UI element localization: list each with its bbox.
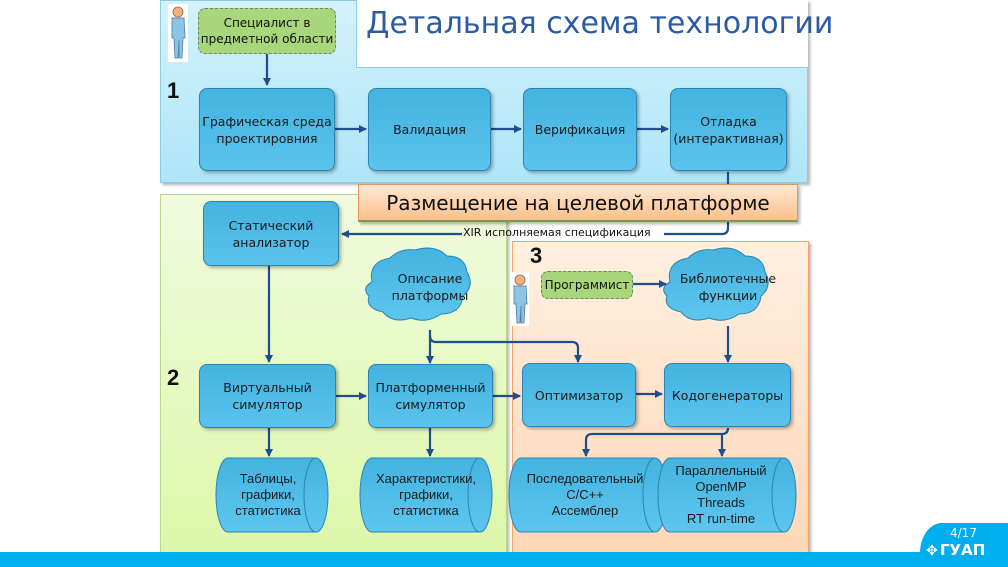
box-validation[interactable]: Валидация bbox=[368, 88, 491, 171]
output2-line1: Характеристики, bbox=[375, 471, 476, 486]
title-box bbox=[356, 0, 808, 68]
cylinder-output1 bbox=[215, 457, 329, 533]
actor-programmer[interactable]: Программист bbox=[541, 271, 633, 299]
cylinder-sequential bbox=[508, 457, 668, 533]
box-codegenerators[interactable]: Кодогенераторы bbox=[664, 363, 791, 427]
sequential-line3: Ассемблер bbox=[551, 503, 619, 518]
parallel-line3: Threads bbox=[697, 495, 745, 510]
cloud-platform-description bbox=[365, 247, 471, 321]
cylinder-parallel bbox=[657, 457, 797, 533]
output2-label: Характеристики, графики, статистика bbox=[364, 460, 488, 530]
box-optimizer[interactable]: Оптимизатор bbox=[522, 363, 636, 427]
person-icon-programmer bbox=[511, 272, 529, 326]
box-static-analyzer[interactable]: Статический анализатор bbox=[203, 201, 339, 266]
cylinder-output2 bbox=[359, 457, 493, 533]
arrow-platform-desc-to-optimizer bbox=[428, 335, 582, 363]
box-design-environment[interactable]: Графическая среда проектировния bbox=[199, 88, 335, 171]
output1-label: Таблицы, графики, статистика bbox=[218, 460, 318, 530]
box-virtual-simulator[interactable]: Виртуальный симулятор bbox=[199, 364, 336, 428]
actor-specialist[interactable]: Специалист в предметной области bbox=[198, 8, 336, 54]
box-debug[interactable]: Отладка (интерактивная) bbox=[670, 88, 787, 171]
parallel-label: Параллельный OpenMP Threads RT run-time bbox=[663, 460, 779, 530]
cloud-library-functions bbox=[663, 247, 769, 321]
parallel-line2: OpenMP bbox=[695, 479, 747, 494]
parallel-line1: Параллельный bbox=[675, 463, 767, 478]
sequential-line2: C/C++ bbox=[566, 487, 604, 502]
arrow-codegen-to-sequential bbox=[582, 427, 730, 457]
logo-text: ГУАП bbox=[940, 541, 986, 559]
output1-line2: графики, bbox=[241, 487, 295, 502]
page-number: 4/17 bbox=[950, 526, 977, 540]
box-platform-simulator[interactable]: Платформенный симулятор bbox=[368, 364, 493, 428]
line-debug-to-xir bbox=[664, 172, 730, 236]
logo-tab bbox=[920, 523, 1008, 567]
xir-label: XIR исполняемая спецификация bbox=[463, 226, 651, 239]
box-verification[interactable]: Верификация bbox=[523, 88, 637, 171]
stage3-number: 3 bbox=[530, 243, 543, 268]
cloud-platform-description-label: Описание платформы bbox=[391, 271, 469, 303]
output1-line3: статистика bbox=[235, 503, 301, 518]
slide-title: Детальная схема технологии bbox=[366, 6, 834, 41]
logo-cross-icon: ✥ bbox=[926, 543, 938, 559]
bottom-bar bbox=[0, 552, 1008, 567]
output1-line1: Таблицы, bbox=[239, 471, 297, 486]
person-icon-specialist bbox=[168, 4, 188, 62]
sequential-label: Последовательный C/C++ Ассемблер bbox=[512, 460, 658, 530]
output2-line2: графики, bbox=[399, 487, 453, 502]
output2-line3: статистика bbox=[393, 503, 459, 518]
stage1-number: 1 bbox=[167, 78, 180, 103]
cloud-library-functions-label: Библиотечные функции bbox=[679, 271, 777, 303]
stage2-number: 2 bbox=[167, 365, 180, 390]
parallel-line4: RT run-time bbox=[686, 511, 756, 526]
sequential-line1: Последовательный bbox=[526, 471, 644, 486]
deployment-banner: Размещение на целевой платформе bbox=[358, 184, 798, 222]
